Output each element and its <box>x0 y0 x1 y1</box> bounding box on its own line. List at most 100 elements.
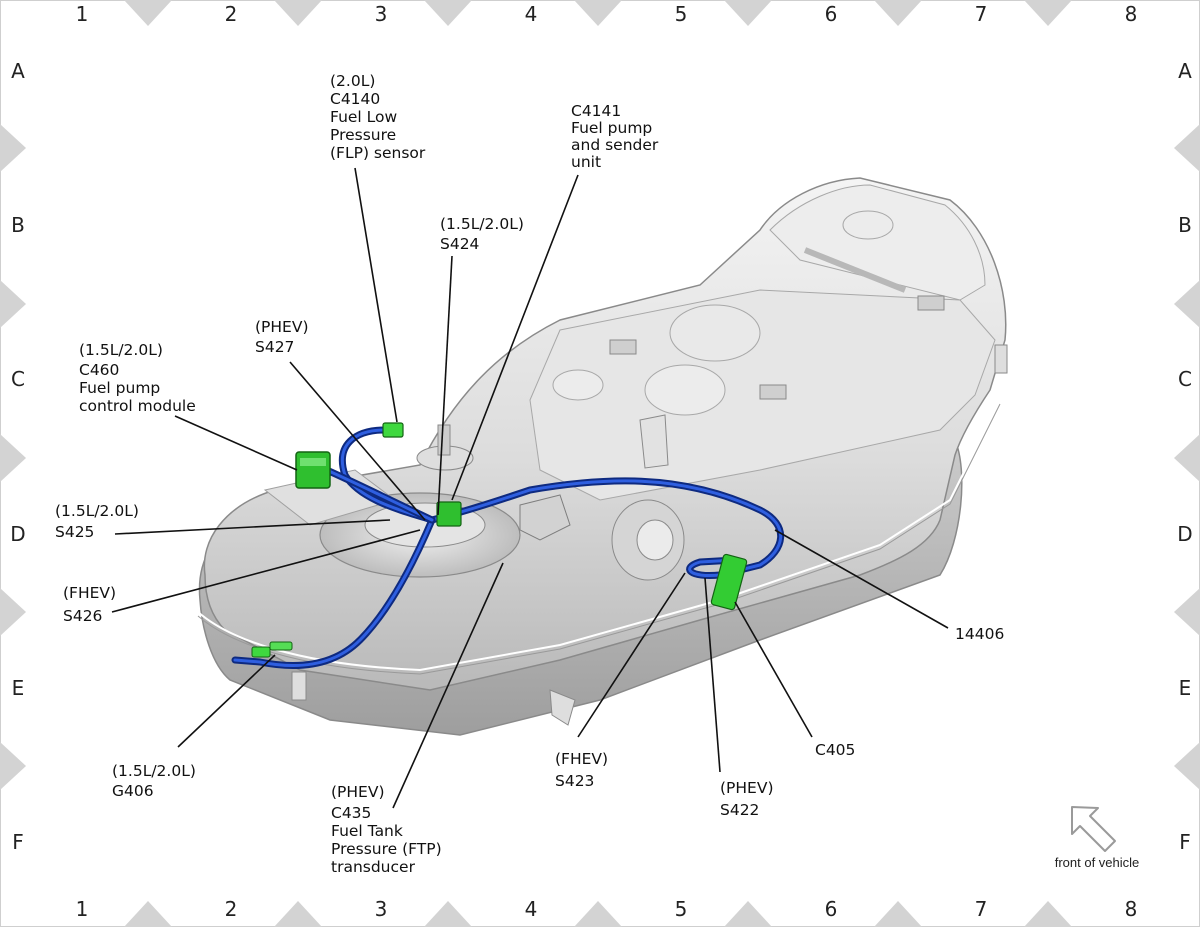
callout-s422-line2: S422 <box>720 801 759 819</box>
ground-g406[interactable] <box>251 646 271 658</box>
col-label-bottom-8: 8 <box>1125 897 1138 921</box>
leader-s424 <box>437 255 453 516</box>
tank-pad-medium <box>644 364 726 416</box>
callout-c435-line2: C435 <box>331 804 371 822</box>
callout-s426-line1: (FHEV) <box>63 584 116 602</box>
callout-s424: (1.5L/2.0L) S424 <box>440 215 524 253</box>
harness-left-run-highlight <box>233 518 434 668</box>
filler-neck-inner <box>636 519 674 561</box>
col-label-bottom-1: 1 <box>76 897 89 921</box>
col-label-bottom-7: 7 <box>975 897 988 921</box>
col-label-bottom-3: 3 <box>375 897 388 921</box>
callout-s425-line1: (1.5L/2.0L) <box>55 502 139 520</box>
callout-14406-line1: 14406 <box>955 625 1004 643</box>
callout-c460-line2: C460 <box>79 361 119 379</box>
col-label-top-8: 8 <box>1125 2 1138 26</box>
strap-clip-left <box>291 671 307 701</box>
grid-column-labels: 1 2 3 4 5 6 7 8 1 2 3 4 5 6 7 8 <box>76 2 1138 921</box>
row-label-right-C: C <box>1178 367 1192 391</box>
callout-c4141: C4141 Fuel pump and sender unit <box>571 102 659 171</box>
leader-s422 <box>704 577 721 773</box>
callout-c435-line5: transducer <box>331 858 416 876</box>
tank-seam <box>197 399 1001 672</box>
front-arrow-icon <box>1071 806 1116 852</box>
callout-c435: (PHEV) C435 Fuel Tank Pressure (FTP) tra… <box>331 783 442 876</box>
callout-s425: (1.5L/2.0L) S425 <box>55 502 139 541</box>
front-of-vehicle-indicator: front of vehicle <box>1055 806 1140 870</box>
leader-c405 <box>734 601 813 738</box>
vapor-bracket <box>639 414 669 469</box>
row-label-left-B: B <box>11 213 25 237</box>
harness-main-run-highlight <box>430 479 783 578</box>
leader-lines <box>111 167 949 809</box>
tank-pad-top <box>842 210 894 240</box>
leader-s426 <box>111 529 421 613</box>
connector-c460[interactable] <box>295 451 331 489</box>
col-label-top-3: 3 <box>375 2 388 26</box>
callout-c460-line3: Fuel pump <box>79 379 160 397</box>
callout-c4140-line4: Pressure <box>330 126 396 144</box>
col-label-top-1: 1 <box>76 2 89 26</box>
tank-pad-large <box>669 304 761 362</box>
callout-14406: 14406 <box>955 625 1004 643</box>
callout-g406-line2: G406 <box>112 782 154 800</box>
connector-c4141[interactable] <box>436 501 462 527</box>
row-label-right-A: A <box>1178 59 1192 83</box>
leader-s425 <box>114 519 391 535</box>
callout-c435-line4: Pressure (FTP) <box>331 840 442 858</box>
wiring-harness-14406 <box>231 426 785 670</box>
leader-c460 <box>174 415 298 471</box>
row-label-right-F: F <box>1179 830 1191 854</box>
connector-c460-lock <box>300 458 326 466</box>
leader-g406 <box>177 654 276 748</box>
tank-top-ridge <box>769 184 986 301</box>
callout-c435-line1: (PHEV) <box>331 783 385 801</box>
callout-c4141-line4: unit <box>571 153 601 171</box>
col-label-bottom-4: 4 <box>525 897 538 921</box>
row-label-right-B: B <box>1178 213 1192 237</box>
callout-s425-line2: S425 <box>55 523 94 541</box>
callout-s424-line2: S424 <box>440 235 479 253</box>
callout-s424-line1: (1.5L/2.0L) <box>440 215 524 233</box>
col-label-top-6: 6 <box>825 2 838 26</box>
callout-s423-line1: (FHEV) <box>555 750 608 768</box>
leader-14406 <box>774 529 949 629</box>
callout-s427-line2: S427 <box>255 338 294 356</box>
callout-c405-line1: C405 <box>815 741 855 759</box>
row-label-left-C: C <box>11 367 25 391</box>
callout-c4140-line5: (FLP) sensor <box>330 144 426 162</box>
callout-c4140-line1: (2.0L) <box>330 72 375 90</box>
col-label-top-2: 2 <box>225 2 238 26</box>
ground-g406-eyelet <box>269 641 293 651</box>
row-label-right-E: E <box>1179 676 1192 700</box>
leader-s423 <box>577 572 686 738</box>
callout-s427-line1: (PHEV) <box>255 318 309 336</box>
callout-c460-line1: (1.5L/2.0L) <box>79 341 163 359</box>
fuel-pump-nipple <box>437 424 451 456</box>
col-label-bottom-5: 5 <box>675 897 688 921</box>
front-of-vehicle-label: front of vehicle <box>1055 855 1140 870</box>
callout-s423-line2: S423 <box>555 772 594 790</box>
callout-g406-line1: (1.5L/2.0L) <box>112 762 196 780</box>
row-label-right-D: D <box>1177 522 1192 546</box>
row-label-left-E: E <box>12 676 25 700</box>
col-label-top-7: 7 <box>975 2 988 26</box>
tank-boss-2 <box>759 384 787 400</box>
callout-s423: (FHEV) S423 <box>555 750 608 790</box>
col-label-top-4: 4 <box>525 2 538 26</box>
ftp-bracket <box>519 494 571 541</box>
connector-c405[interactable] <box>710 553 748 611</box>
tank-pad-small <box>552 369 604 401</box>
leader-c435 <box>392 562 504 809</box>
leader-s427 <box>289 361 426 521</box>
callout-c4140: (2.0L) C4140 Fuel Low Pressure (FLP) sen… <box>330 72 426 162</box>
callout-c405: C405 <box>815 741 855 759</box>
tank-rib <box>803 247 907 293</box>
col-label-bottom-6: 6 <box>825 897 838 921</box>
callout-g406: (1.5L/2.0L) G406 <box>112 762 196 800</box>
connector-c4140[interactable] <box>382 422 404 438</box>
callout-c4141-line2: Fuel pump <box>571 119 652 137</box>
tank-boss-3 <box>917 295 945 311</box>
